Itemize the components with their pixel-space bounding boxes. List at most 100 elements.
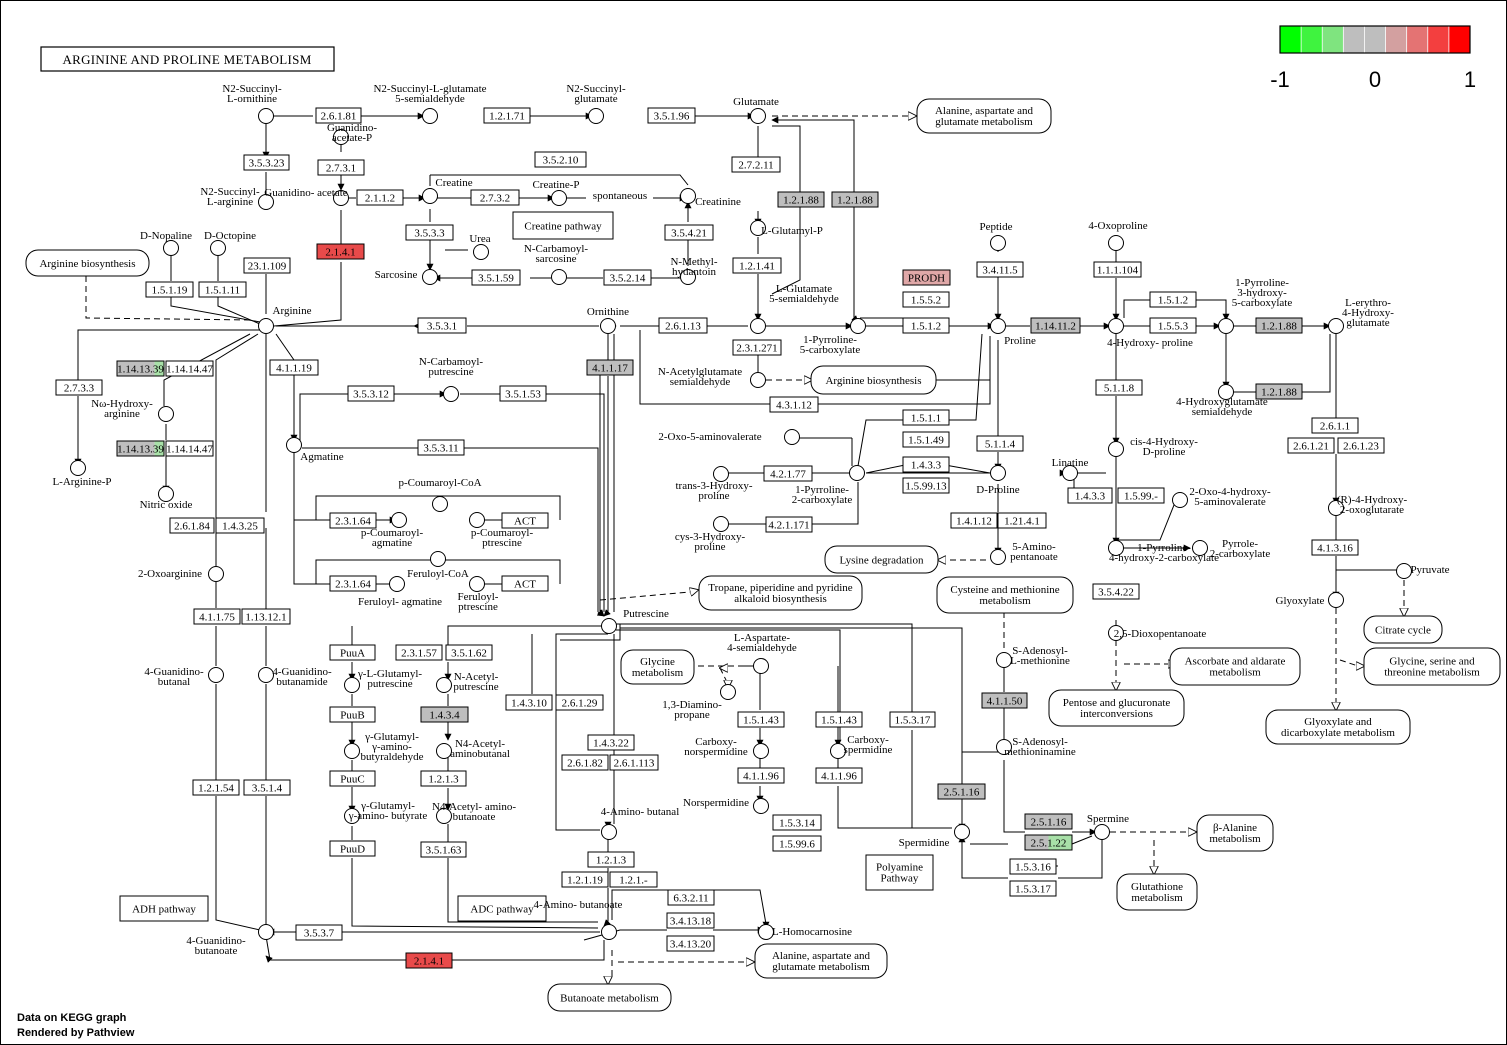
enzyme-box[interactable]: 2.1.4.1 [316, 243, 365, 260]
compound-node[interactable]: Peptide [980, 221, 1013, 251]
enzyme-box[interactable]: 3.5.1.63 [420, 841, 467, 858]
enzyme-box[interactable]: 2.3.1.64 [329, 575, 377, 592]
enzyme-box[interactable]: 3.5.1.53 [499, 385, 547, 402]
compound-node[interactable]: N-Acetyl-putrescine [436, 671, 499, 693]
enzyme-box[interactable]: 4.3.1.12 [769, 396, 819, 413]
compound-node[interactable]: 4-Hydroxy- proline [1107, 318, 1193, 350]
enzyme-box[interactable]: 1.2.1.19 [561, 871, 609, 888]
enzyme-box[interactable]: 2.6.1.13 [658, 317, 708, 334]
enzyme-box[interactable]: 1.5.5.3 [1149, 317, 1197, 334]
compound-node[interactable]: 4-Guanidino-butanamide [258, 666, 332, 688]
compound-node[interactable]: D-Proline [976, 465, 1020, 497]
enzyme-box[interactable]: 3.5.3.12 [347, 385, 395, 402]
enzyme-box[interactable]: PuuD [329, 840, 376, 857]
compound-node[interactable]: L-Homocarnosine [758, 924, 853, 940]
enzyme-box[interactable]: 1.4.3.4 [420, 706, 469, 723]
enzyme-box[interactable]: 1.4.3.3 [1067, 487, 1113, 504]
enzyme-box[interactable]: 2.6.1.29 [555, 694, 604, 711]
enzyme-box[interactable]: 4.2.1.77 [763, 465, 813, 482]
enzyme-box[interactable]: 2.6.1.23 [1337, 437, 1385, 454]
compound-node[interactable]: Agmatine [286, 437, 344, 464]
enzyme-box[interactable]: 1.5.99.13 [902, 477, 950, 494]
compound-node[interactable]: N2-Succinyl-L-ornithine [222, 83, 282, 124]
compound-node[interactable]: N-Methyl-hydantoin [670, 256, 718, 285]
enzyme-box[interactable]: 1.4.3.25 [215, 517, 265, 534]
compound-node[interactable]: Carboxy-norspermidine [684, 736, 769, 759]
enzyme-box[interactable]: 2.6.1.82 [561, 754, 609, 771]
compound-node[interactable]: Putrescine [601, 608, 670, 634]
compound-node[interactable]: 1-Pyrroline-3-hydroxy-5-carboxylate [1218, 277, 1293, 334]
enzyme-box[interactable]: 3.5.4.21 [664, 224, 714, 241]
enzyme-box[interactable]: 2.5.1.22 [1024, 834, 1073, 851]
enzyme-box[interactable]: 3.5.1.96 [647, 107, 696, 124]
enzyme-box[interactable]: 1.4.3.3 [902, 456, 950, 473]
enzyme-box[interactable]: 4.2.1.171 [765, 516, 813, 533]
compound-node[interactable]: Spermine [1087, 813, 1129, 840]
enzyme-box[interactable]: 3.5.3.7 [295, 924, 343, 941]
enzyme-box[interactable]: 1.5.1.1 [902, 409, 950, 426]
compound-node[interactable]: p-Coumaroyl-agmatine [361, 512, 424, 550]
enzyme-box[interactable]: 1.5.99.- [1117, 487, 1165, 504]
compound-node[interactable]: Guanidino- acetate [264, 187, 349, 206]
enzyme-box[interactable]: 3.5.3.23 [243, 154, 290, 171]
compound-node[interactable]: Spermidine [899, 824, 970, 850]
enzyme-box[interactable]: 2.6.1.113 [609, 754, 659, 771]
enzyme-box[interactable]: 1.2.1.88 [777, 191, 825, 208]
compound-node[interactable]: S-Adenosyl-L-methionine [996, 645, 1071, 668]
enzyme-box[interactable]: PuuA [329, 644, 376, 661]
pathway-link[interactable]: Citrate cycle [1363, 615, 1443, 644]
compound-node[interactable]: L-erythro-4-Hydroxy-glutamate [1328, 297, 1395, 334]
enzyme-box[interactable]: 1.5.99.6 [772, 835, 822, 852]
compound-node[interactable]: 2-Oxo-4-hydroxy-5-aminovalerate [1172, 486, 1271, 508]
enzyme-box[interactable]: 3.5.1.62 [445, 644, 493, 661]
enzyme-box[interactable]: 6.3.2.11 [667, 889, 715, 906]
compound-node[interactable]: 4-Guanidino-butanal [144, 666, 224, 688]
compound-node[interactable]: Pyrrole-2-carboxylate [1192, 538, 1271, 560]
compound-node[interactable]: spontaneous [593, 190, 647, 202]
enzyme-box[interactable]: 3.5.1.59 [471, 269, 521, 286]
enzyme-box[interactable]: 1.14.14.47 [165, 440, 214, 457]
compound-node[interactable]: 2-Oxo-5-aminovalerate [658, 429, 800, 445]
enzyme-box[interactable]: PuuC [329, 770, 376, 787]
enzyme-box[interactable]: 1.2.1.88 [1255, 317, 1303, 334]
compound-node[interactable]: p-Coumaroyl-CoA [398, 477, 482, 512]
enzyme-box[interactable]: 2.5.1.16 [937, 783, 986, 800]
compound-node[interactable]: Creatine-P [532, 179, 580, 206]
enzyme-box[interactable]: 1.4.3.10 [505, 694, 553, 711]
pathway-link[interactable]: Butanoate metabolism [547, 983, 672, 1012]
compound-node[interactable]: 2,5-Dioxopentanoate [1108, 625, 1207, 641]
compound-node[interactable]: 5-Amino-pentanoate [990, 541, 1058, 565]
enzyme-box[interactable]: 1.5.1.19 [145, 281, 194, 298]
enzyme-box[interactable]: 3.4.13.20 [666, 935, 715, 952]
enzyme-box[interactable]: 3.5.3.1 [417, 317, 467, 334]
pathway-link[interactable]: ADH pathway [119, 895, 209, 922]
compound-node[interactable]: Proline [990, 318, 1037, 348]
enzyme-box[interactable]: 2.6.1.1 [1311, 417, 1359, 434]
enzyme-box[interactable]: 2.5.1.16 [1024, 813, 1073, 830]
compound-node[interactable]: S-Adenosyl-methioninamine [996, 736, 1076, 758]
enzyme-box[interactable]: 3.5.2.10 [534, 151, 587, 168]
compound-node[interactable]: N4-Acetyl- amino-butanoate [432, 801, 516, 824]
enzyme-box[interactable]: 1.2.1.71 [483, 107, 531, 124]
compound-node[interactable]: 4-Oxoproline [1088, 220, 1148, 251]
compound-node[interactable]: Glyoxylate [1276, 592, 1344, 608]
enzyme-box[interactable]: PRODH [902, 269, 951, 286]
compound-node[interactable]: Linatine [1052, 457, 1089, 481]
compound-node[interactable]: γ-L-Glutamyl-putrescine [344, 668, 423, 693]
enzyme-box[interactable]: 4.1.1.19 [269, 359, 319, 376]
enzyme-box[interactable]: 1.5.1.11 [198, 281, 247, 298]
compound-node[interactable]: N2-Succinyl-glutamate [566, 83, 626, 124]
enzyme-box[interactable]: 2.7.3.2 [470, 189, 520, 206]
compound-node[interactable]: γ-Glutamyl-γ-amino- butyrate [344, 800, 428, 824]
enzyme-box[interactable]: 1.2.1.- [609, 871, 658, 888]
